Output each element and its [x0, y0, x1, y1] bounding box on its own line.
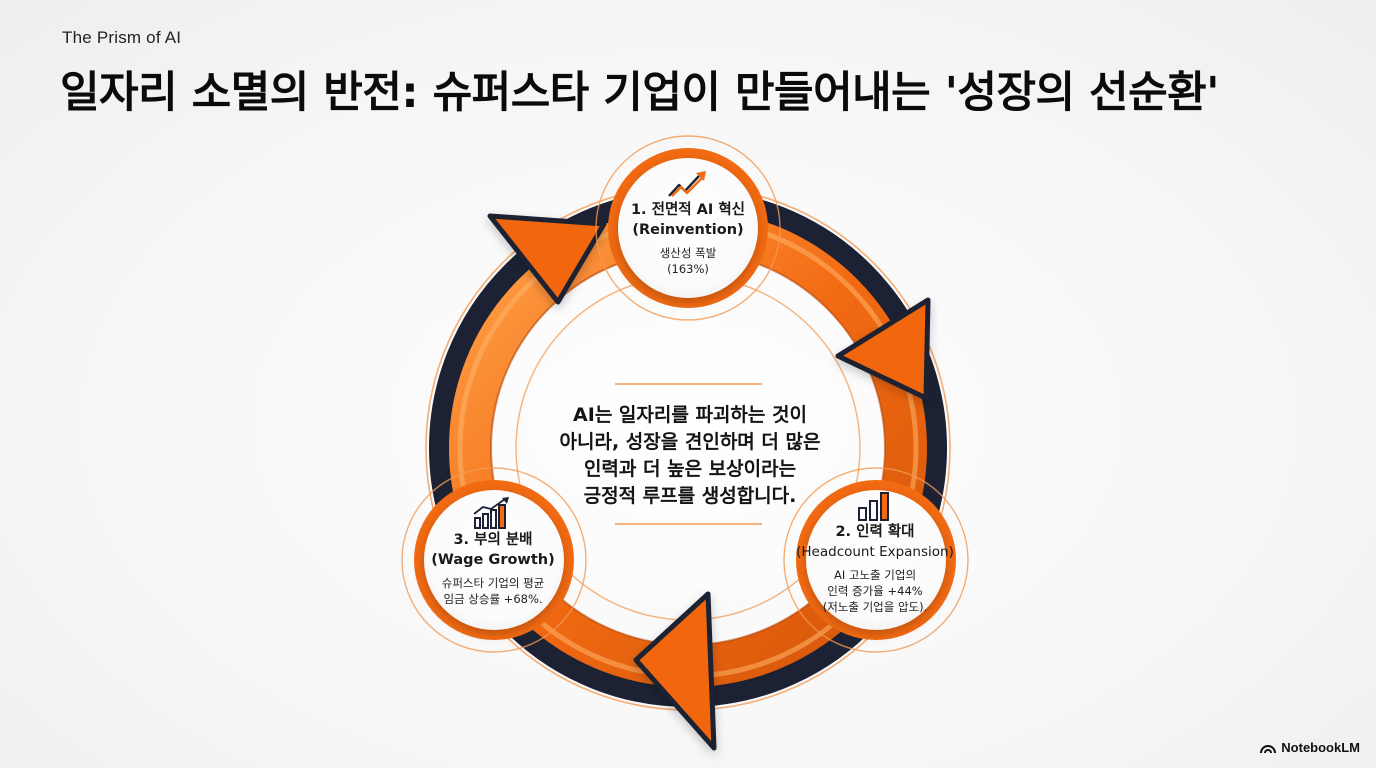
node-detail: 슈퍼스타 기업의 평균 — [441, 576, 545, 590]
node-3-circle — [401, 467, 587, 653]
growth-chart-icon — [473, 497, 509, 529]
center-message: AI는 일자리를 파괴하는 것이 아니라, 성장을 견인하며 더 많은 인력과 … — [540, 402, 840, 510]
node-title-ko: 3. 부의 분배 — [453, 532, 533, 548]
node-detail: (163%) — [667, 262, 709, 276]
cycle-node-headcount: 2. 인력 확대 (Headcount Expansion) AI 고노출 기업… — [795, 490, 955, 615]
node-title-ko: 1. 전면적 AI 혁신 — [630, 202, 746, 218]
page-title: 일자리 소멸의 반전: 슈퍼스타 기업이 만들어내는 '성장의 선순환' — [60, 68, 1219, 118]
brand-name: NotebookLM — [1281, 740, 1360, 755]
node-title-ko: 2. 인력 확대 — [835, 524, 915, 540]
center-line: 긍정적 루프를 생성합니다. — [583, 485, 797, 507]
node-2-circle — [783, 467, 969, 653]
node-title-en: (Headcount Expansion) — [796, 544, 954, 560]
trend-up-arrow-icon — [668, 171, 706, 197]
center-line: 아니라, 성장을 견인하며 더 많은 — [559, 431, 821, 453]
node-detail: 생산성 폭발 — [659, 246, 717, 260]
cycle-node-wage: 3. 부의 분배 (Wage Growth) 슈퍼스타 기업의 평균 임금 상승… — [418, 496, 568, 607]
brand-watermark: NotebookLM — [1260, 740, 1360, 755]
bar-chart-icon — [858, 492, 889, 521]
center-line: AI는 일자리를 파괴하는 것이 — [573, 404, 807, 426]
arrowhead-bottom — [633, 591, 717, 751]
node-detail: 임금 상승률 +68%. — [443, 592, 543, 606]
arrowhead-top-right — [835, 297, 931, 401]
node-detail: (저노출 기업을 압도). — [822, 600, 928, 614]
center-line: 인력과 더 높은 보상이라는 — [583, 458, 797, 480]
node-title-en: (Reinvention) — [632, 222, 744, 238]
node-1-circle — [595, 135, 781, 321]
node-detail: 인력 증가율 +44% — [827, 584, 923, 598]
node-title-en: (Wage Growth) — [431, 552, 555, 568]
kicker-text: The Prism of AI — [62, 28, 182, 47]
notebooklm-logo-icon — [1260, 744, 1277, 753]
arrowhead-top-left — [487, 213, 607, 305]
node-detail: AI 고노출 기업의 — [833, 568, 917, 582]
cycle-node-reinvention: 1. 전면적 AI 혁신 (Reinvention) 생산성 폭발 (163%) — [618, 166, 758, 277]
